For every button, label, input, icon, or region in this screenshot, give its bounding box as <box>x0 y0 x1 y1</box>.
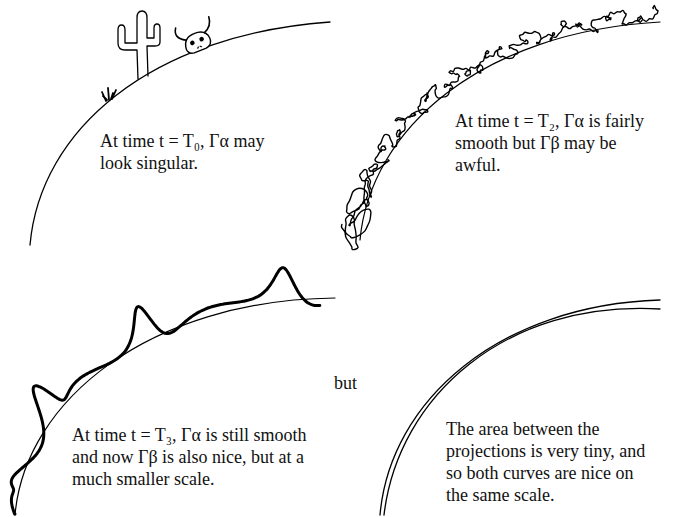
smooth-arc <box>30 22 330 245</box>
skull <box>174 15 220 57</box>
skull-horns <box>174 15 214 43</box>
caption-holder: but <box>334 372 357 394</box>
caption-holder: At time t = T₀, Γα may look singular. <box>100 130 290 174</box>
connecting-word: but <box>334 372 357 394</box>
projection-curve <box>380 300 660 515</box>
skull-head <box>182 29 213 55</box>
skull-nose <box>197 46 201 48</box>
caption-holder: At time t = T₃, Γα is still smooth and n… <box>72 424 307 490</box>
caption-holder: At time t = T₂, Γα is fairly smooth but … <box>455 110 660 176</box>
panel-caption: At time t = T₀, Γα may look singular. <box>100 130 290 174</box>
cactus <box>118 11 160 79</box>
panel-caption: At time t = T₃, Γα is still smooth and n… <box>72 424 307 490</box>
grass-tuft <box>102 88 116 101</box>
skull-eye <box>189 40 195 46</box>
caption-holder: The area between the projections is very… <box>446 418 658 506</box>
smooth-arc <box>360 22 660 240</box>
panel-caption: The area between the projections is very… <box>446 418 658 506</box>
panel-caption: At time t = T₂, Γα is fairly smooth but … <box>455 110 660 176</box>
projection-curve <box>384 308 660 515</box>
skull-eye <box>199 36 205 42</box>
wiggly-curve <box>11 268 320 514</box>
